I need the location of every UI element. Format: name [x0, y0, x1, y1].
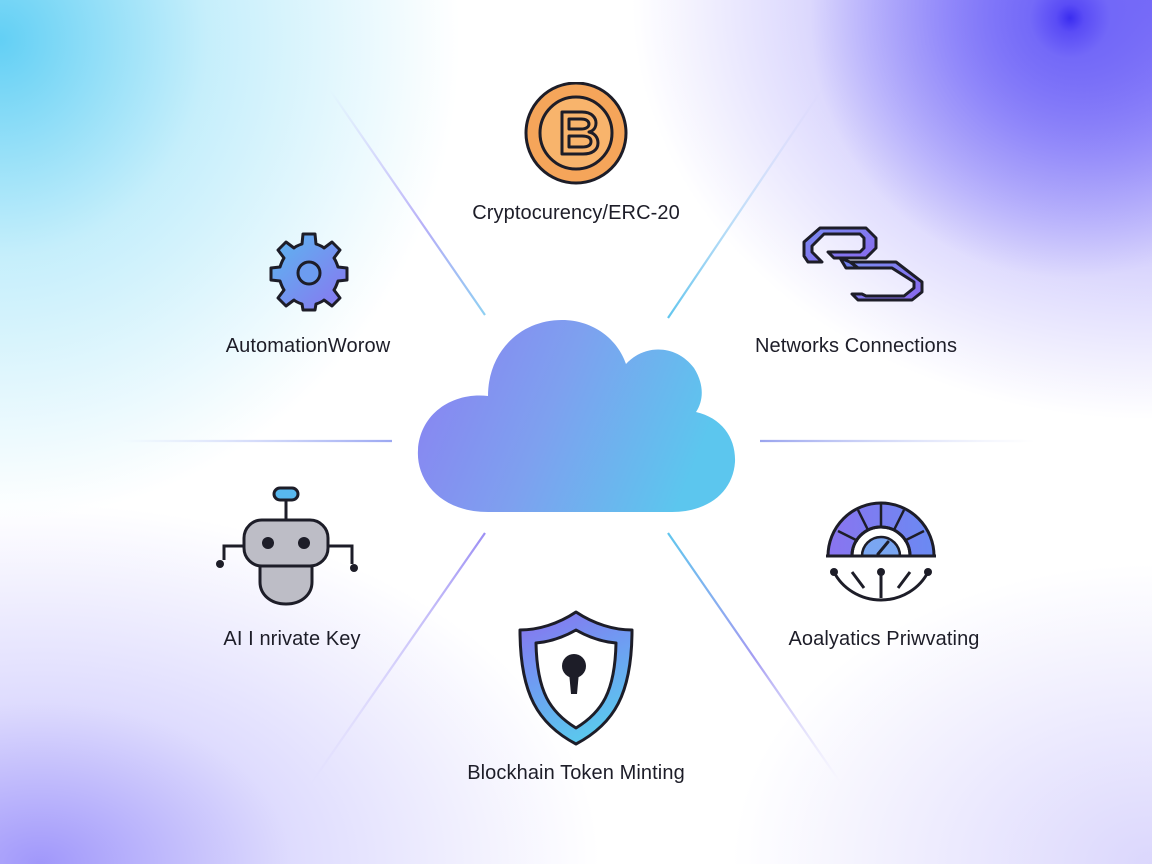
shield-keyhole-icon — [518, 610, 634, 746]
node-label-analytics: Aoalyatics Priwvating — [788, 628, 980, 650]
speedometer-gauge-icon — [826, 501, 936, 602]
cloud-icon — [417, 320, 736, 512]
node-label-networks: Networks Connections — [754, 335, 958, 357]
gear-icon — [269, 232, 349, 312]
node-label-blockchain: Blockhain Token Minting — [467, 762, 685, 784]
node-label-ai: AI I nrivate Key — [223, 628, 361, 650]
chain-link-icon — [802, 226, 924, 302]
node-label-automation: AutomationWorow — [225, 335, 391, 357]
node-label-crypto: Cryptocurency/ERC-20 — [472, 202, 680, 224]
bitcoin-coin-icon — [524, 82, 628, 185]
robot-icon — [216, 486, 358, 606]
